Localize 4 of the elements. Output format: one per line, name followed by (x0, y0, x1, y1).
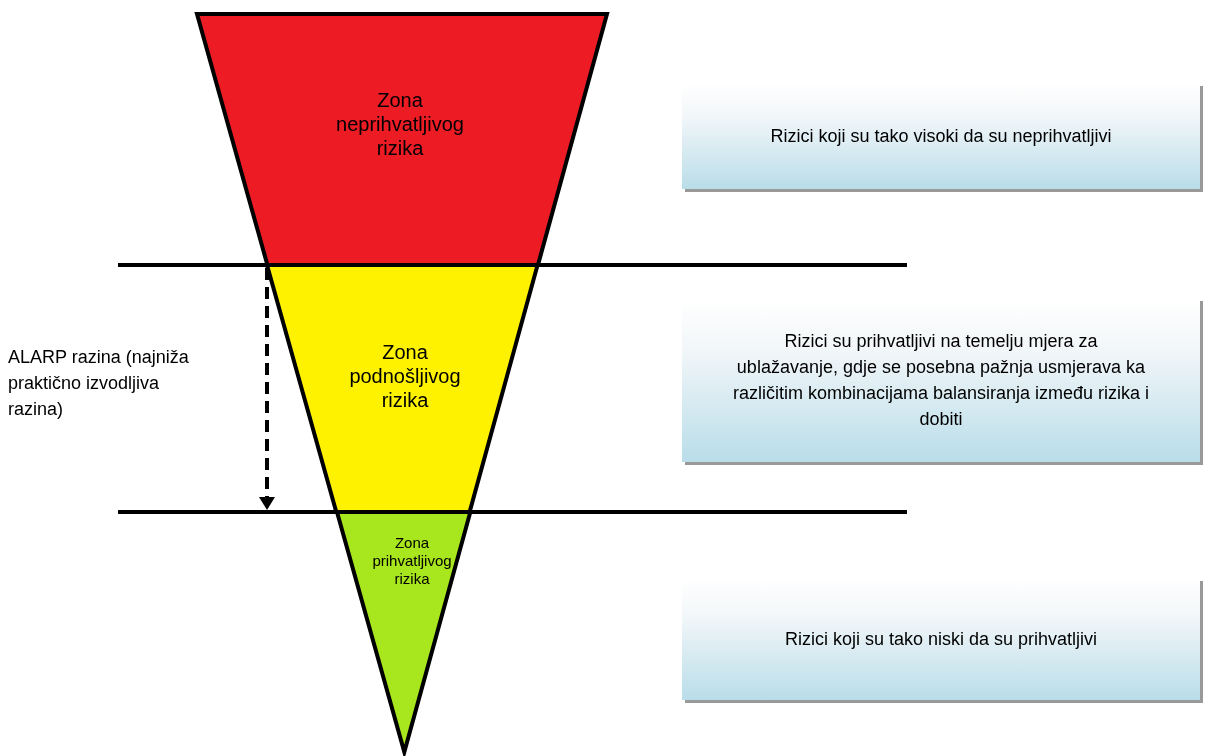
zone-label: Zona neprihvatljivog rizika (335, 88, 465, 160)
zone-label: Zona prihvatljivog rizika (371, 534, 453, 588)
zone-label: Zona podnošljivog rizika (348, 340, 462, 412)
alarp-label: ALARP razina (najniža praktično izvodljiva razina) (8, 346, 190, 422)
